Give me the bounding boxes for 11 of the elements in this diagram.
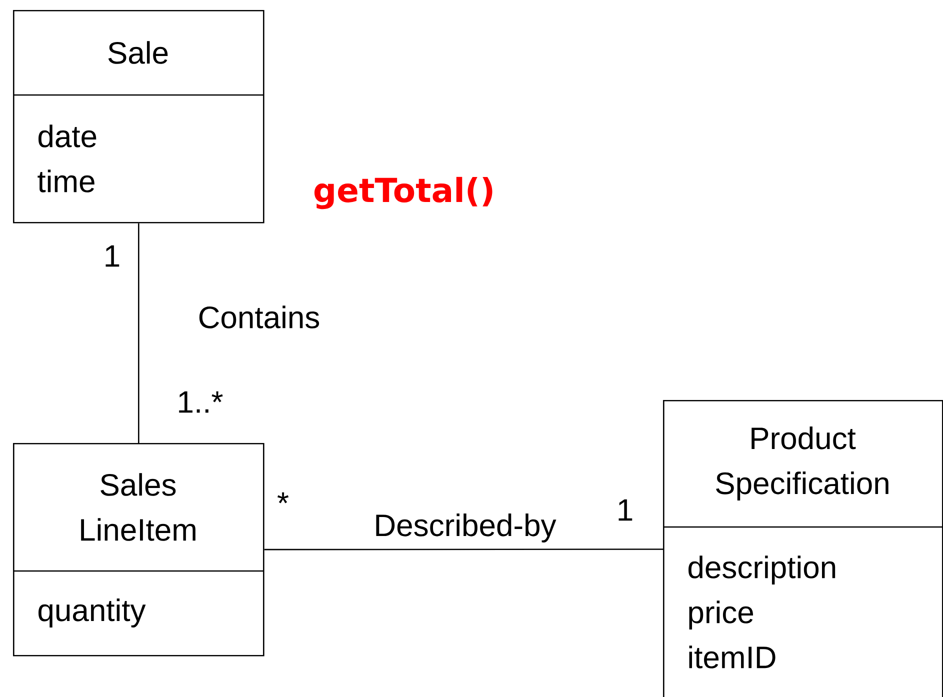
method-label: getTotal(): [314, 176, 492, 210]
class-box: Sale date time: [13, 10, 264, 224]
class-box: Product Specification description price itemID: [663, 400, 943, 697]
association-line: [264, 548, 663, 550]
class-box: Sales LineItem quantity: [13, 443, 264, 656]
association-label: Described-by: [372, 512, 558, 544]
multiplicity-label: 1: [618, 499, 632, 521]
multiplicity-label: 1: [106, 245, 120, 267]
association-line: [138, 223, 140, 443]
association-label: Contains: [196, 304, 322, 330]
multiplicity-label: 1..*: [179, 391, 223, 413]
